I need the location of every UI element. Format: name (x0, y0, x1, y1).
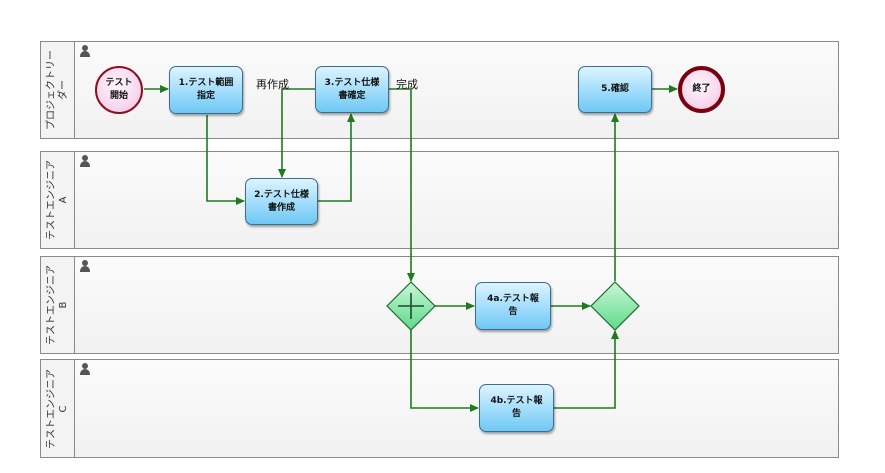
start-event-label: テスト 開始 (105, 78, 133, 101)
lane-test-engineer-a: テストエンジニア A (40, 151, 839, 249)
task-label: 5.確認 (601, 84, 629, 94)
flow-gateway-to-t4b (410, 330, 479, 412)
flow-t3-rework-to-t2 (278, 88, 315, 178)
flow-t3-done-to-gateway (389, 88, 415, 282)
lane-header: テストエンジニア C (41, 360, 75, 457)
person-icon (80, 45, 90, 57)
lane-header: テストエンジニア A (41, 152, 75, 248)
task-5-check[interactable]: 5.確認 (578, 66, 652, 113)
task-3-confirm-spec[interactable]: 3.テスト仕様 書確定 (315, 66, 389, 113)
task-label: 4a.テスト報 告 (487, 294, 539, 317)
task-4b-report[interactable]: 4b.テスト報 告 (479, 384, 554, 432)
task-label: 1.テスト範囲 指定 (178, 78, 234, 101)
person-icon (80, 155, 90, 167)
task-4a-report[interactable]: 4a.テスト報 告 (475, 282, 551, 330)
task-label: 2.テスト仕様 書作成 (254, 189, 309, 213)
task-label: 4b.テスト報 告 (490, 396, 543, 419)
plus-icon (398, 293, 424, 319)
lane-test-engineer-b: テストエンジニア B (40, 256, 839, 354)
flow-label-rework: 再作成 (256, 78, 289, 91)
parallel-gateway-split (386, 281, 436, 331)
person-icon (80, 260, 90, 272)
person-icon (80, 363, 90, 375)
flow-label-done: 完成 (396, 78, 418, 91)
join-gateway (590, 281, 640, 331)
flow-t2-to-t3 (318, 113, 355, 202)
flow-t4b-to-join (554, 330, 619, 409)
lane-header: プロジェクトリー ダー (41, 42, 75, 138)
end-event[interactable]: 終了 (678, 66, 725, 113)
flow-t1-to-t2 (206, 115, 245, 205)
task-1-scope[interactable]: 1.テスト範囲 指定 (169, 66, 243, 114)
task-label: 3.テスト仕様 書確定 (324, 77, 380, 101)
lane-header: テストエンジニア B (41, 257, 75, 353)
end-event-label: 終了 (692, 84, 711, 94)
task-2-write-spec[interactable]: 2.テスト仕様 書作成 (245, 178, 318, 225)
start-event[interactable]: テスト 開始 (95, 66, 143, 114)
